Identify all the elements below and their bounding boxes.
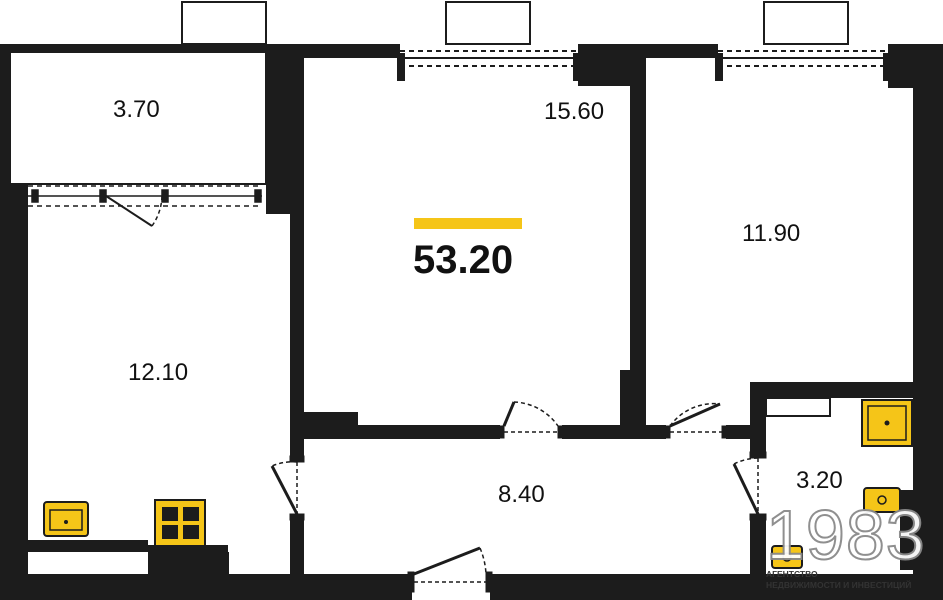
room-label-balcony: 3.70: [113, 96, 160, 123]
bath-right-thick: [900, 490, 914, 570]
wall-kitchen-counter: [28, 540, 148, 552]
shower-tray-icon: [861, 399, 913, 447]
wall-bottom-right: [490, 574, 943, 600]
bath-shelf: [765, 397, 831, 417]
room-label-living-room: 15.60: [544, 98, 605, 125]
balcony-area: [9, 51, 267, 185]
window-frame-living: [445, 1, 531, 45]
doors: [270, 401, 767, 593]
total-area-accent-bar: [414, 218, 522, 229]
walls: [0, 44, 943, 600]
window-frame-balcony: [181, 1, 267, 45]
room-label-bathroom: 3.20: [796, 467, 843, 494]
balcony-glazing: [28, 185, 262, 227]
wall-right-outer: [913, 44, 943, 600]
wall-pillar-mid: [620, 370, 646, 428]
logo-line-2: НЕДВИЖИМОСТИ И ИНВЕСТИЦИЙ: [766, 580, 912, 590]
wall-kitchen-living: [290, 58, 304, 438]
agency-logo: 1983 АГЕНТСТВО НЕДВИЖИМОСТИ И ИНВЕСТИЦИЙ: [752, 492, 943, 600]
windows: [181, 1, 891, 81]
wall-bath-left-top: [750, 382, 766, 452]
wall-hall-left-top: [290, 438, 304, 458]
wall-bath-top: [750, 382, 920, 398]
sink-icon: [43, 501, 89, 537]
room-label-kitchen: 12.10: [128, 359, 189, 386]
wall-living-bottom-right: [562, 425, 666, 439]
toilet-icon: [771, 545, 803, 569]
wall-kitchen-ledge: [148, 545, 228, 575]
room-label-bedroom: 11.90: [742, 220, 801, 247]
room-label-hallway: 8.40: [498, 481, 545, 508]
wall-living-bedroom: [630, 58, 646, 428]
wall-balcony-top: [10, 44, 266, 50]
total-area: 53.20: [413, 238, 514, 282]
wall-left-inner: [10, 184, 28, 600]
stove-icon: [154, 499, 206, 547]
wall-top-mid: [578, 44, 718, 58]
logo-line-1: АГЕНТСТВО: [766, 569, 818, 579]
wall-left-outer: [0, 44, 10, 600]
wall-living-notch: [304, 412, 358, 432]
fixtures: [43, 399, 913, 569]
wall-bottom-left: [0, 574, 412, 600]
logo-digits: 1983: [765, 496, 926, 574]
window-frame-bedroom: [763, 1, 849, 45]
